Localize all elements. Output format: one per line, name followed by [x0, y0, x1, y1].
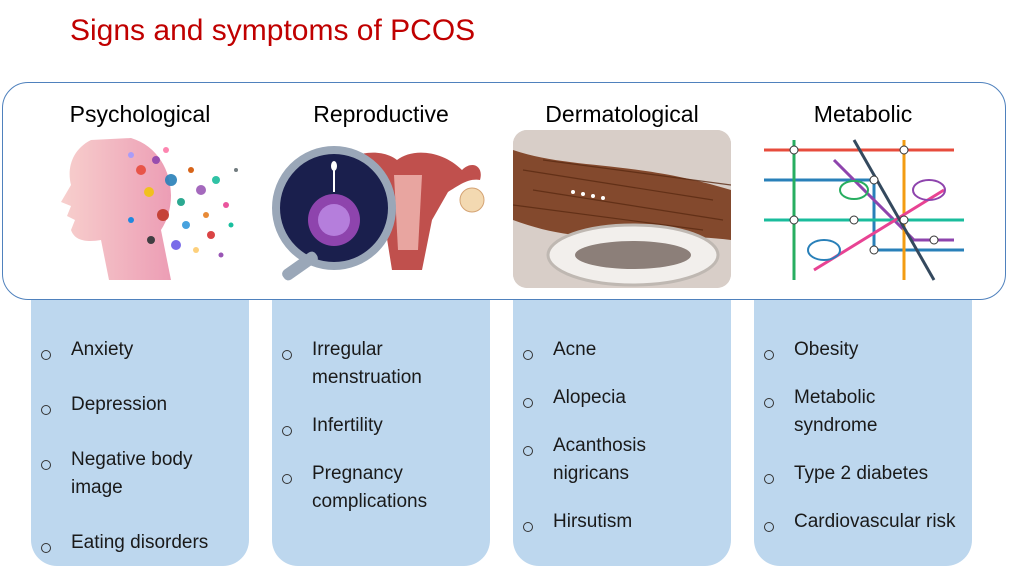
bullet-icon: [764, 398, 774, 408]
bullet-icon: [41, 460, 51, 470]
bullet-icon: [282, 350, 292, 360]
bullet-icon: [523, 398, 533, 408]
bullet-icon: [41, 350, 51, 360]
metabolic-image: [754, 130, 972, 288]
heading-metabolic: Metabolic: [813, 101, 913, 127]
bullet-icon: [523, 446, 533, 456]
dermatological-image: [513, 130, 731, 288]
bullet-icon: [41, 405, 51, 415]
symptoms-panel-metabolic: Obesity Metabolic syndrome Type 2 diabet…: [754, 300, 972, 566]
heading-psychological: Psychological: [69, 101, 211, 127]
page-title: Signs and symptoms of PCOS: [70, 14, 476, 47]
bullet-icon: [523, 522, 533, 532]
heading-reproductive: Reproductive: [313, 101, 449, 127]
bullet-icon: [764, 350, 774, 360]
bullet-icon: [282, 426, 292, 436]
bullet-icon: [41, 543, 51, 553]
symptoms-panel-psychological: Anxiety Depression Negative body image E…: [31, 300, 249, 566]
reproductive-image: [272, 130, 490, 288]
bullet-icon: [764, 522, 774, 532]
symptoms-panel-reproductive: Irregular menstruation Infertility Pregn…: [272, 300, 490, 566]
symptoms-panel-dermatological: Acne Alopecia Acanthosis nigricans Hirsu…: [513, 300, 731, 566]
bullet-icon: [523, 350, 533, 360]
psychological-image: [31, 130, 249, 288]
bullet-icon: [764, 474, 774, 484]
bullet-icon: [282, 474, 292, 484]
heading-dermatological: Dermatological: [545, 101, 699, 127]
